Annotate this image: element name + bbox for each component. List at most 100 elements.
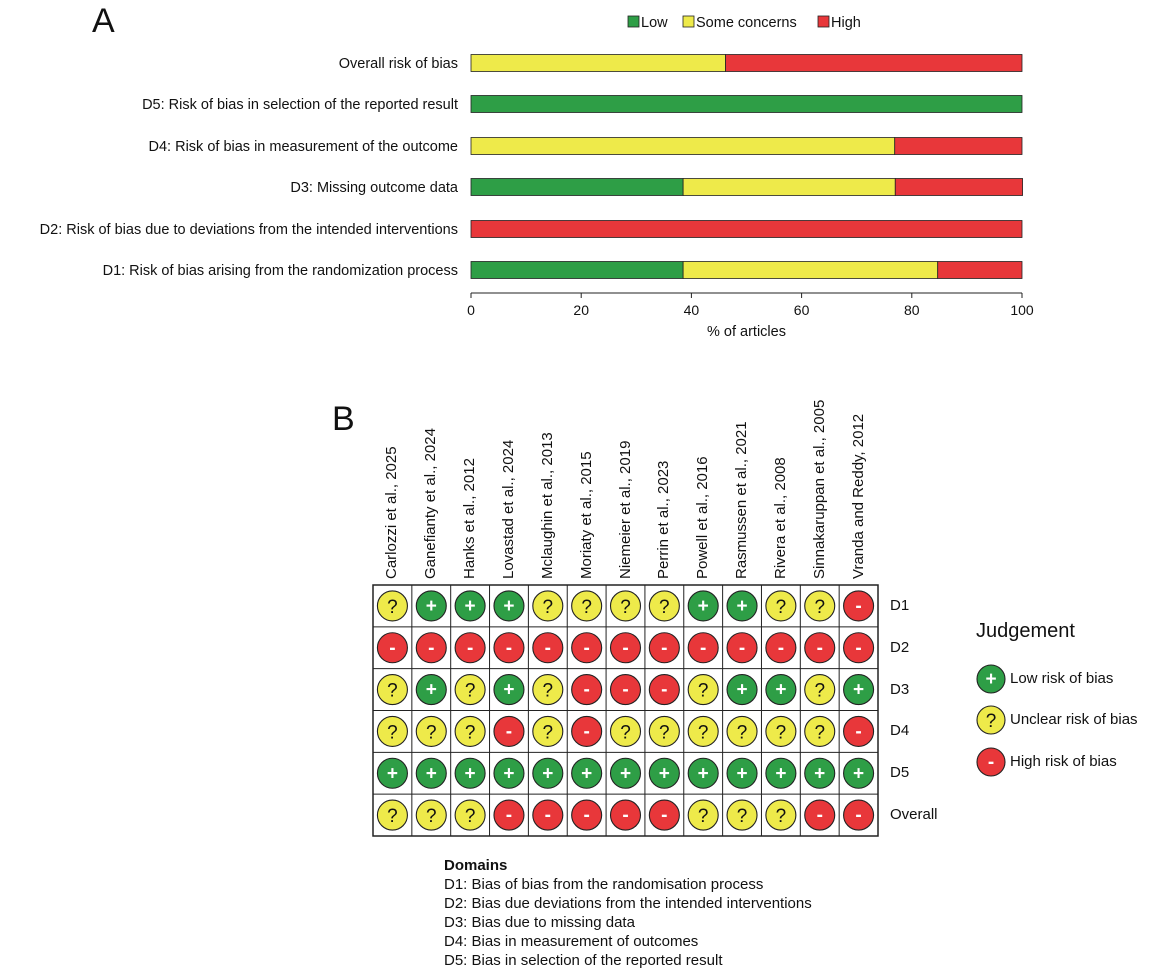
judgement-symbol: - xyxy=(855,805,861,826)
judgement-symbol: ? xyxy=(776,806,787,827)
judgement-symbol: - xyxy=(700,638,706,659)
judgement-dot xyxy=(976,664,1006,694)
judgement-symbol: ? xyxy=(543,597,554,618)
domain-label: Overall xyxy=(890,806,938,824)
legend-label: High xyxy=(831,15,861,31)
judgement-dot xyxy=(415,799,447,831)
legend-swatch xyxy=(627,15,640,28)
judgement-dot xyxy=(415,715,447,747)
judgement-dot xyxy=(609,632,642,664)
judgement-symbol: + xyxy=(698,596,709,617)
judgement-dot xyxy=(415,590,447,622)
judgement-symbol: ? xyxy=(620,597,631,618)
judgement-dot xyxy=(843,757,875,789)
judgement-dot xyxy=(726,757,758,789)
judgement-symbol: ? xyxy=(387,681,398,702)
judgement-symbol: - xyxy=(583,680,589,701)
judgement-dot xyxy=(648,799,680,831)
x-tick-label: 20 xyxy=(573,302,589,318)
judgement-legend-label: Unclear risk of bias xyxy=(1010,711,1138,728)
domain-label: D2 xyxy=(890,638,910,656)
judgement-symbol: - xyxy=(583,721,589,742)
judgement-symbol: + xyxy=(698,763,709,784)
judgement-symbol: + xyxy=(503,596,514,617)
judgement-dot xyxy=(493,757,525,789)
judgement-dot xyxy=(648,757,680,789)
judgement-dot xyxy=(571,757,603,789)
judgement-symbol: ? xyxy=(387,806,398,827)
judgement-dot xyxy=(765,799,797,831)
judgement-symbol: - xyxy=(583,805,589,826)
judgement-legend-label: Low risk of bias xyxy=(1010,670,1114,687)
judgement-symbol: ? xyxy=(698,722,709,743)
judgement-symbol: - xyxy=(817,638,823,659)
judgement-dot xyxy=(532,632,564,664)
domains-line-d4: D4: Bias in measurement of outcomes xyxy=(444,933,699,950)
judgement-symbol: ? xyxy=(426,806,437,827)
judgement-dot xyxy=(804,632,836,664)
judgement-symbol: + xyxy=(426,763,437,784)
judgement-symbol: + xyxy=(426,596,437,617)
judgement-symbol: - xyxy=(506,721,512,742)
judgement-symbol: ? xyxy=(387,722,398,743)
judgement-dot xyxy=(976,705,1006,735)
judgement-symbol: + xyxy=(775,763,786,784)
judgement-symbol: + xyxy=(736,680,747,701)
domains-note: Domains D1: Bias of bias from the random… xyxy=(444,856,812,970)
judgement-dot xyxy=(687,590,719,622)
judgement-dot xyxy=(765,757,797,789)
judgement-symbol: ? xyxy=(737,722,748,743)
domain-label: D1 xyxy=(890,596,910,614)
judgement-symbol: - xyxy=(428,638,434,659)
judgement-dot xyxy=(804,674,836,706)
judgement-dot xyxy=(571,632,603,664)
legend-swatch xyxy=(817,15,830,28)
judgement-symbol: - xyxy=(817,805,823,826)
judgement-dot xyxy=(687,674,719,706)
judgement-dot xyxy=(493,715,525,747)
bar-segment-low xyxy=(470,95,1023,113)
domains-heading: Domains xyxy=(444,857,508,874)
judgement-symbol: + xyxy=(736,763,747,784)
judgement-legend-title: Judgement xyxy=(976,620,1075,642)
judgement-dot xyxy=(454,674,486,706)
judgement-dot xyxy=(493,799,525,831)
judgement-symbol: + xyxy=(814,763,825,784)
judgement-dot xyxy=(765,674,797,706)
judgement-dot xyxy=(376,757,408,789)
judgement-dot xyxy=(765,590,797,622)
x-tick-label: 60 xyxy=(794,302,810,318)
domain-label: D3 xyxy=(890,680,910,698)
judgement-dot xyxy=(609,590,642,622)
judgement-dot xyxy=(571,674,603,706)
judgement-symbol: - xyxy=(622,805,628,826)
judgement-symbol: ? xyxy=(543,722,554,743)
judgement-dot xyxy=(843,590,875,622)
judgement-symbol: - xyxy=(506,638,512,659)
domains-line-d1: D1: Bias of bias from the randomisation … xyxy=(444,876,764,893)
judgement-dot xyxy=(415,674,447,706)
x-tick-label: 80 xyxy=(904,302,920,318)
judgement-symbol: + xyxy=(853,680,864,701)
judgement-symbol: + xyxy=(581,763,592,784)
judgement-dot xyxy=(843,632,875,664)
judgement-symbol: ? xyxy=(737,806,748,827)
judgement-symbol: - xyxy=(506,805,512,826)
judgement-symbol: + xyxy=(542,763,553,784)
judgement-dot xyxy=(765,715,797,747)
judgement-symbol: - xyxy=(545,805,551,826)
judgement-dot xyxy=(532,757,564,789)
judgement-dot xyxy=(648,632,680,664)
judgement-symbol: ? xyxy=(387,597,398,618)
x-tick-label: 40 xyxy=(684,302,700,318)
judgement-dot xyxy=(726,799,758,831)
judgement-dot xyxy=(804,715,836,747)
judgement-symbol: ? xyxy=(698,806,709,827)
judgement-dot xyxy=(376,674,408,706)
judgement-symbol: - xyxy=(467,638,473,659)
judgement-dot xyxy=(804,757,836,789)
category-label: D2: Risk of bias due to deviations from … xyxy=(40,222,458,238)
judgement-symbol: ? xyxy=(426,722,437,743)
judgement-symbol: ? xyxy=(698,681,709,702)
